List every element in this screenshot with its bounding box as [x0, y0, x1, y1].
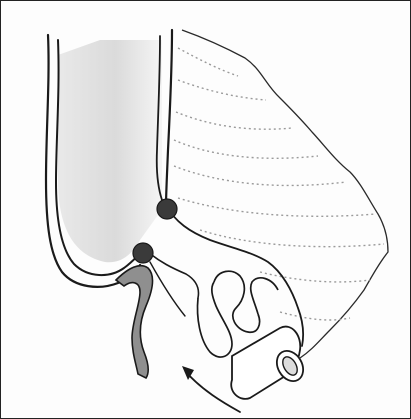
fan-outer-edge	[182, 30, 388, 358]
branch-lower-line	[148, 252, 199, 298]
dotted-arc-4	[174, 140, 318, 158]
dotted-arc-6	[178, 198, 376, 216]
dotted-arc-9	[280, 312, 350, 320]
right-wall-outer	[166, 30, 172, 205]
node-lower	[133, 243, 153, 263]
dotted-arcs	[174, 48, 384, 320]
tube	[231, 327, 308, 399]
channel-shading	[58, 40, 162, 262]
node-upper	[157, 199, 177, 219]
dotted-arc-8	[260, 272, 370, 282]
dotted-arc-2	[178, 80, 266, 100]
fold-3	[251, 278, 278, 314]
branch-upper-line	[166, 205, 303, 346]
branch-thin-line	[150, 262, 185, 316]
dotted-arc-3	[176, 112, 292, 129]
fold-1	[198, 282, 233, 357]
dotted-arc-5	[174, 166, 346, 185]
dotted-arc-7	[200, 230, 384, 247]
lower-branch-shaded	[116, 266, 152, 378]
dotted-arc-1	[178, 48, 238, 76]
